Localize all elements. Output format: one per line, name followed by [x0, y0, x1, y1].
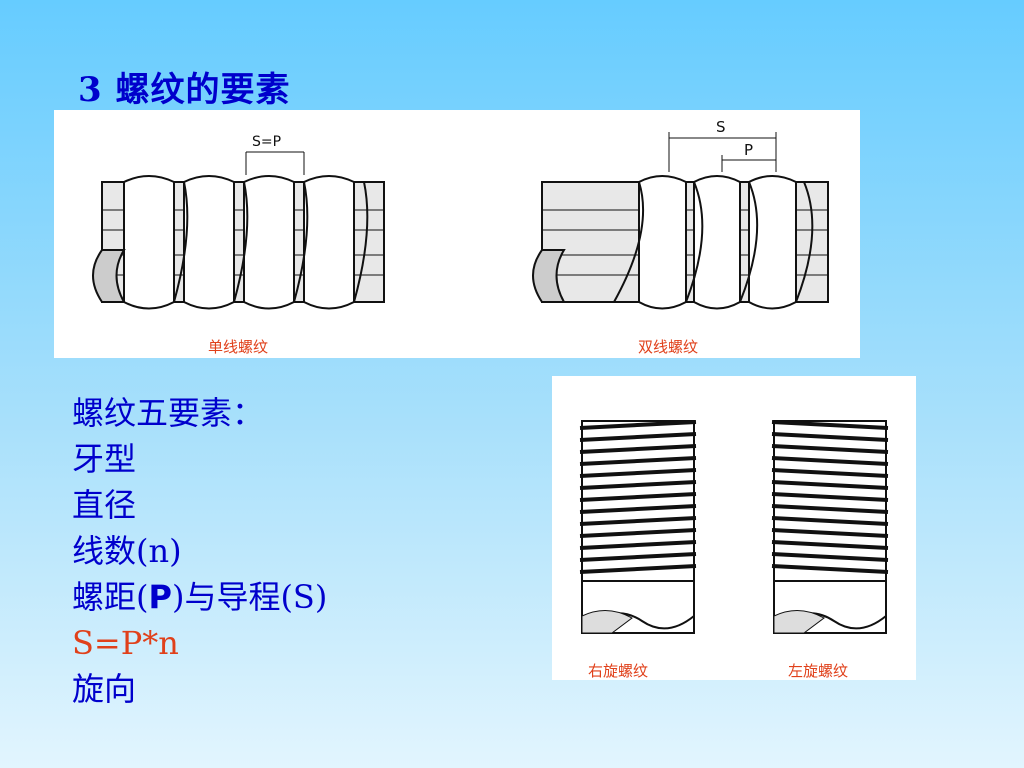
double-thread-drawing	[532, 132, 829, 310]
right-hand-bolt-drawing	[579, 420, 697, 634]
caption-single-thread: 单线螺纹	[208, 338, 269, 356]
list-item-profile: 牙型	[72, 440, 137, 478]
list-item-pitch-lead: 螺距(P)与导程(S)	[72, 578, 328, 616]
list-item-direction: 旋向	[72, 670, 137, 708]
lead-formula: S=P*n	[72, 624, 179, 662]
caption-left-hand-thread: 左旋螺纹	[788, 662, 849, 680]
caption-right-hand-thread: 右旋螺纹	[588, 662, 649, 680]
dimension-label-s: S	[716, 118, 726, 136]
caption-double-thread: 双线螺纹	[638, 338, 699, 356]
bolt-drawings	[579, 420, 889, 634]
dimension-label-s-equals-p: S=P	[252, 134, 281, 150]
thread-comparison-figure: S=P S P 单线螺纹 双线螺纹	[54, 110, 860, 358]
list-item-starts: 线数(n)	[72, 532, 182, 570]
thread-elements-list: 螺纹五要素： 牙型 直径 线数(n) 螺距(P)与导程(S) S=P*n 旋向	[72, 390, 327, 712]
thread-direction-figure: 右旋螺纹 左旋螺纹	[552, 376, 916, 680]
list-item-diameter: 直径	[72, 486, 137, 524]
slide-title: 3 螺纹的要素	[78, 70, 291, 110]
list-heading: 螺纹五要素：	[72, 394, 265, 432]
single-thread-drawing	[92, 151, 385, 310]
thread-drawings: S=P S P	[92, 118, 829, 310]
left-hand-bolt-drawing	[771, 420, 889, 634]
dimension-label-p: P	[744, 141, 753, 159]
